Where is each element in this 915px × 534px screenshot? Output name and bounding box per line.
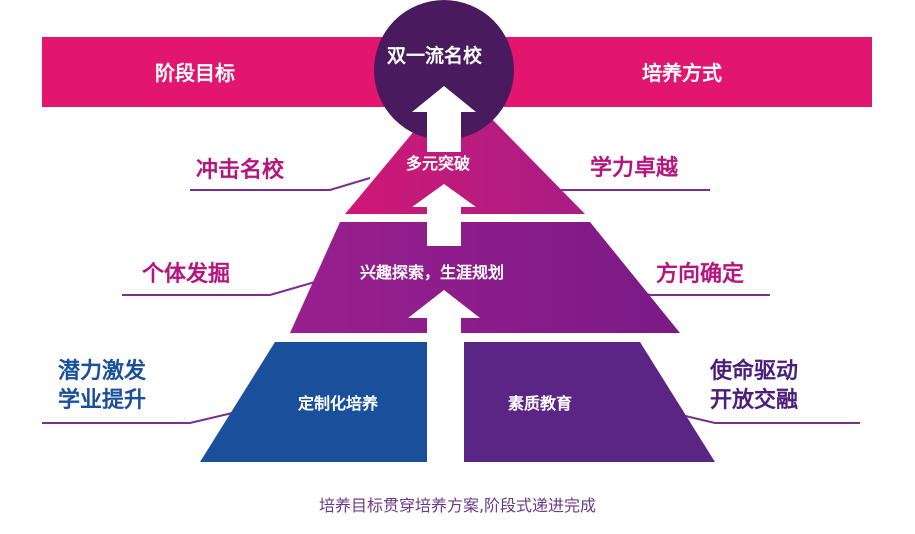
caption: 培养目标贯穿培养方案,阶段式递进完成 bbox=[318, 496, 597, 515]
banner-left-label: 阶段目标 bbox=[155, 61, 235, 85]
tier-bottom-left bbox=[200, 342, 450, 462]
tier-top bbox=[345, 112, 585, 214]
side-label-qianli: 潜力激发 学业提升 bbox=[58, 358, 146, 415]
side-label-qianli-line2: 学业提升 bbox=[58, 387, 147, 413]
arrow-peak bbox=[412, 86, 476, 140]
side-label-chongji: 冲击名校 bbox=[196, 158, 285, 183]
side-label-geti: 个体发掘 bbox=[142, 262, 231, 287]
side-label-shiming-line2: 开放交融 bbox=[710, 387, 799, 413]
peak-circle bbox=[374, 0, 514, 140]
side-label-fangxiang: 方向确定 bbox=[656, 262, 745, 287]
peak-label: 双一流名校 bbox=[387, 45, 483, 67]
arrow-middle bbox=[412, 184, 476, 246]
tier-bottom-right bbox=[464, 342, 715, 462]
tier-bottom-left-label: 定制化培养 bbox=[298, 394, 379, 413]
tier-bottom-right-label: 素质教育 bbox=[508, 394, 573, 413]
side-label-shiming-line1: 使命驱动 bbox=[710, 359, 799, 384]
tier-middle-label: 兴趣探索，生涯规划 bbox=[360, 263, 505, 282]
leader-line-geti bbox=[122, 281, 316, 296]
leader-line-qianli bbox=[42, 409, 246, 424]
tier-top-label: 多元突破 bbox=[406, 154, 471, 173]
leader-line-chongji bbox=[190, 177, 371, 191]
side-label-xueli: 学力卓越 bbox=[590, 156, 679, 181]
side-label-shiming: 使命驱动 开放交融 bbox=[710, 358, 798, 415]
side-label-qianli-line1: 潜力激发 bbox=[58, 359, 147, 384]
banner-right-label: 培养方式 bbox=[642, 61, 722, 85]
arrow-bottom bbox=[408, 290, 480, 462]
tier-middle bbox=[290, 222, 680, 333]
